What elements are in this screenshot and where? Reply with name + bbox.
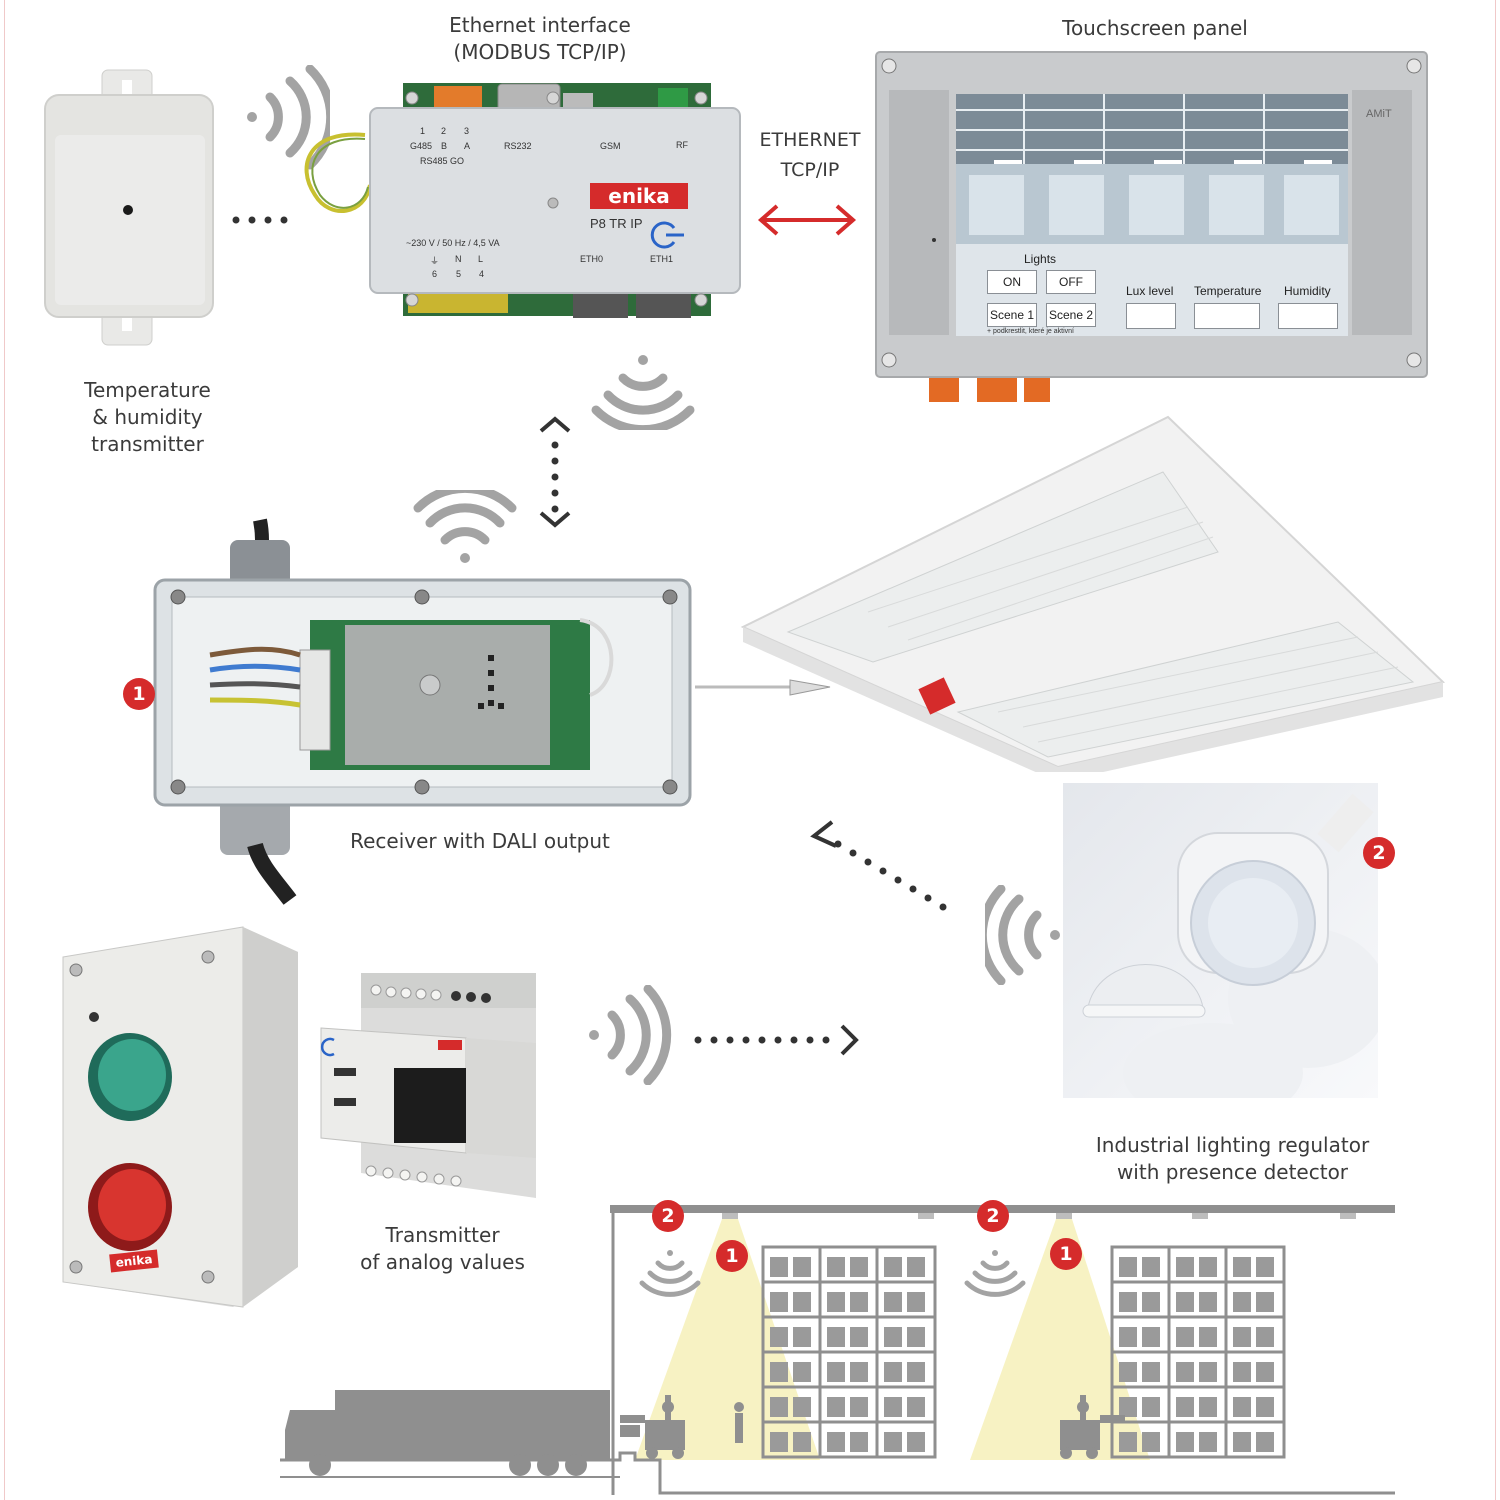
amit-logo: AMiT (1366, 108, 1392, 120)
badge-2-detector: 2 (1363, 837, 1395, 869)
temp-transmitter-caption: Temperature & humidity transmitter (84, 378, 211, 456)
ethernet-interface-device: 1 2 3 G485 B A RS485 GO RS232 GSM RF eni… (368, 78, 743, 318)
ethernet-double-arrow (757, 204, 857, 236)
eth1-label: ETH1 (650, 254, 674, 264)
diagonal-dotted-arrow (810, 820, 947, 911)
active-scene-note: + podkrestlit, které je aktivní (987, 328, 1074, 335)
horizontal-dotted-arrow (694, 1024, 859, 1056)
gsm-label: GSM (600, 141, 621, 151)
pin-a-label: A (464, 141, 471, 151)
vertical-dotted-arrow (539, 416, 571, 528)
rs485-label: RS485 GO (420, 156, 465, 166)
antenna-cable (304, 132, 372, 213)
dali-receiver (153, 518, 831, 905)
frame-line-left (4, 0, 5, 1500)
scene-1-button[interactable]: Scene 1 (987, 303, 1037, 327)
warehouse-scene (280, 1205, 1395, 1495)
enika-logo: enika (590, 183, 688, 209)
dotted-connector-temp (232, 216, 288, 224)
pin-g485-label: G485 (410, 141, 433, 151)
rf-label: RF (676, 140, 688, 150)
lux-level-display (1126, 303, 1176, 329)
touchscreen-panel-caption: Touchscreen panel (1062, 16, 1248, 40)
touchscreen-panel: AMiT Lights ON OFF Scene 1 Scene 2 + pod… (874, 50, 1429, 405)
wifi-signal-down-icon (591, 355, 695, 430)
live-label: L (478, 254, 484, 264)
wifi-signal-up-icon (413, 490, 517, 563)
temperature-display (1194, 303, 1260, 329)
pin-4-label: 4 (479, 269, 485, 279)
pin-6-label: 6 (432, 269, 438, 279)
analog-transmitter-caption: Transmitter of analog values (360, 1223, 525, 1274)
badge-2-warehouse-left: 2 (652, 1200, 684, 1232)
pin-2-label: 2 (441, 126, 447, 136)
led-luminaire (740, 415, 1446, 772)
pin-1-label: 1 (420, 126, 426, 136)
temp-humidity-transmitter (44, 69, 214, 346)
badge-1-warehouse-right: 1 (1050, 1238, 1082, 1270)
badge-2-warehouse-right: 2 (977, 1200, 1009, 1232)
ground-symbol: ⏚ (430, 256, 440, 266)
pin-3-label: 3 (464, 126, 470, 136)
model-label: P8 TR IP (590, 216, 643, 231)
wifi-signal-right-icon (589, 985, 672, 1085)
regulator-caption: Industrial lighting regulator with prese… (1095, 1133, 1370, 1184)
analog-transmitter-module (320, 973, 536, 1198)
badge-1-warehouse-left: 1 (716, 1240, 748, 1272)
pin-5-label: 5 (456, 269, 462, 279)
lights-on-button[interactable]: ON (987, 270, 1037, 294)
frame-line-right (1495, 0, 1496, 1500)
wifi-signal-left-icon (985, 885, 1060, 985)
neutral-label: N (455, 254, 462, 264)
presence-detector-photo (1063, 783, 1378, 1098)
ethernet-link-caption: ETHERNET TCP/IP (759, 129, 861, 181)
eth0-label: ETH0 (580, 254, 604, 264)
lights-label: Lights (1024, 252, 1057, 266)
scene-2-button[interactable]: Scene 2 (1046, 303, 1096, 327)
pin-b-label: B (441, 141, 448, 151)
humidity-display (1278, 303, 1338, 329)
receiver-caption: Receiver with DALI output (350, 829, 610, 853)
ethernet-interface-caption: Ethernet interface (MODBUS TCP/IP) (449, 13, 631, 64)
rs232-label: RS232 (504, 141, 532, 151)
power-label: ~230 V / 50 Hz / 4,5 VA (406, 238, 500, 248)
humidity-label: Humidity (1284, 284, 1331, 298)
lights-off-button[interactable]: OFF (1046, 270, 1096, 294)
temperature-label: Temperature (1194, 284, 1262, 298)
lux-level-label: Lux level (1126, 284, 1174, 298)
badge-1-receiver: 1 (123, 678, 155, 710)
pushbutton-box (62, 926, 298, 1308)
wifi-signal-icon (247, 65, 330, 170)
